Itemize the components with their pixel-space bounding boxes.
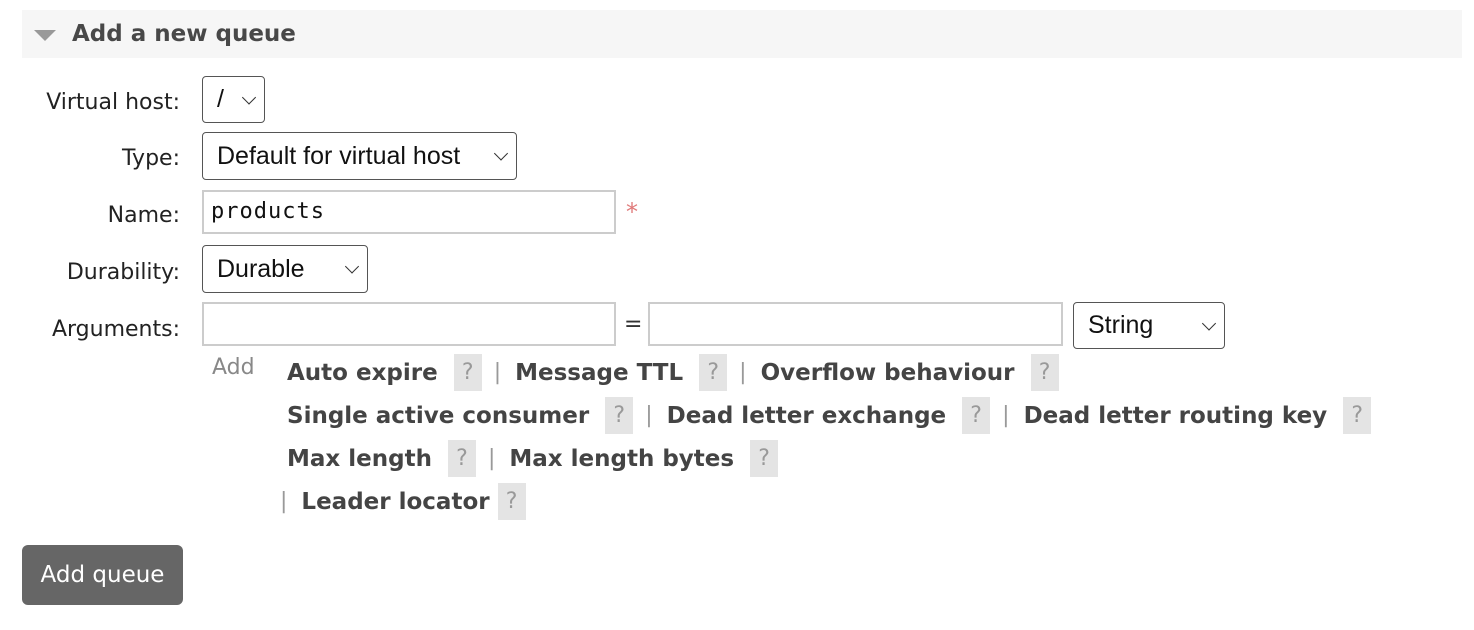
argument-shortcuts-row-3: Max length ? | Max length bytes ? [287, 440, 779, 477]
help-icon[interactable]: ? [1343, 397, 1372, 434]
chevron-down-icon [1201, 315, 1217, 331]
shortcut-max-length[interactable]: Max length [287, 445, 432, 472]
separator: | [739, 360, 747, 385]
argument-type-value: String [1088, 311, 1154, 339]
add-argument-link[interactable]: Add [212, 355, 255, 380]
help-icon[interactable]: ? [453, 354, 482, 391]
name-label: Name: [107, 203, 180, 228]
help-icon[interactable]: ? [699, 354, 728, 391]
separator: | [493, 360, 502, 385]
type-label: Type: [122, 146, 180, 171]
help-icon[interactable]: ? [1030, 354, 1059, 391]
durability-select[interactable]: Durable [202, 245, 368, 293]
add-queue-button[interactable]: Add queue [22, 545, 183, 605]
argument-shortcuts-row-1: Auto expire ? | Message TTL ? | Overflow… [287, 354, 1059, 391]
separator: | [1002, 403, 1010, 428]
section-header-add-queue[interactable]: Add a new queue [22, 10, 1462, 58]
equals-sign: = [624, 312, 643, 337]
shortcut-dead-letter-routing-key[interactable]: Dead letter routing key [1023, 402, 1328, 429]
shortcut-auto-expire[interactable]: Auto expire [287, 359, 438, 386]
argument-type-select[interactable]: String [1073, 302, 1225, 349]
argument-shortcuts-row-4: | Leader locator ? [280, 483, 526, 520]
name-input[interactable]: products [202, 190, 616, 234]
argument-value-input[interactable] [648, 302, 1063, 346]
help-icon[interactable]: ? [962, 397, 991, 434]
separator: | [487, 446, 496, 471]
virtual-host-select[interactable]: / [202, 76, 265, 123]
type-value: Default for virtual host [217, 141, 461, 170]
section-title: Add a new queue [72, 21, 296, 47]
shortcut-dead-letter-exchange[interactable]: Dead letter exchange [666, 402, 947, 429]
shortcut-message-ttl[interactable]: Message TTL [515, 359, 684, 386]
argument-shortcuts-row-2: Single active consumer ? | Dead letter e… [287, 397, 1372, 434]
help-icon[interactable]: ? [497, 483, 526, 520]
arguments-label: Arguments: [51, 317, 180, 342]
argument-key-input[interactable] [202, 302, 616, 346]
shortcut-max-length-bytes[interactable]: Max length bytes [509, 445, 735, 472]
help-icon[interactable]: ? [750, 440, 779, 477]
chevron-down-icon [344, 259, 360, 274]
virtual-host-label: Virtual host: [46, 90, 180, 115]
virtual-host-value: / [217, 85, 224, 113]
separator: | [280, 489, 288, 514]
separator: | [645, 403, 653, 428]
durability-value: Durable [217, 254, 305, 283]
shortcut-single-active-consumer[interactable]: Single active consumer [287, 402, 590, 429]
type-select[interactable]: Default for virtual host [202, 132, 517, 180]
durability-label: Durability: [66, 260, 180, 285]
chevron-down-icon [493, 146, 509, 161]
required-marker: * [626, 198, 638, 226]
chevron-down-icon [241, 89, 257, 105]
help-icon[interactable]: ? [447, 440, 476, 477]
shortcut-overflow-behaviour[interactable]: Overflow behaviour [760, 359, 1015, 386]
triangle-down-icon [34, 29, 56, 41]
help-icon[interactable]: ? [605, 397, 634, 434]
shortcut-leader-locator[interactable]: Leader locator [301, 488, 490, 515]
